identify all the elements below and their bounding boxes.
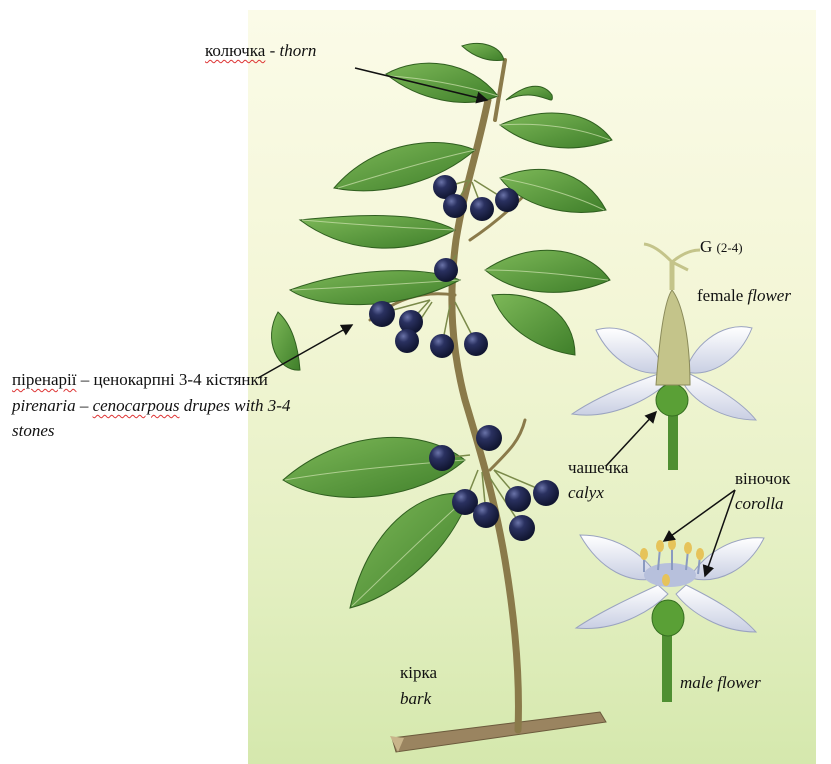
berry-icon xyxy=(464,332,488,356)
male-en: male flower xyxy=(680,673,761,692)
thorn-label-sep: - xyxy=(265,41,279,60)
leaf-icon xyxy=(300,216,455,249)
flower-word: flower xyxy=(748,286,791,305)
berry-icon xyxy=(509,515,535,541)
pyrenaria-ua-rest: – ценокарпні 3-4 кістянки xyxy=(76,370,267,389)
berry-icon xyxy=(533,480,559,506)
bark-log xyxy=(390,712,606,752)
pyrenaria-en-3: stones xyxy=(12,421,55,440)
bark-en: bark xyxy=(400,689,431,708)
pyrenaria-ua-word: піренарії xyxy=(12,370,76,389)
leaf-icon xyxy=(506,86,552,100)
pyrenaria-label-ua: піренарії – ценокарпні 3-4 кістянки xyxy=(12,369,268,391)
calyx-label-en: calyx xyxy=(568,482,604,504)
corolla-label-en: corolla xyxy=(735,493,783,515)
thorn-label-ua: колючка xyxy=(205,41,265,60)
leaf-icon xyxy=(485,250,610,292)
berry-icon xyxy=(429,445,455,471)
leaf-icon xyxy=(272,312,300,370)
formula-letter: G xyxy=(700,237,712,256)
berry-icon xyxy=(443,194,467,218)
leaf-icon xyxy=(492,294,575,355)
pyrenaria-en-2: drupes with 3-4 xyxy=(179,396,290,415)
leaves xyxy=(272,44,612,608)
gynoecium-formula: G (2-4) xyxy=(700,236,743,259)
berry-icon xyxy=(430,334,454,358)
berry-icon xyxy=(473,502,499,528)
berry-icon xyxy=(495,188,519,212)
leaf-icon xyxy=(462,44,504,61)
berry-icon xyxy=(434,258,458,282)
bark-label-ua: кірка xyxy=(400,662,437,684)
berry-icon xyxy=(369,301,395,327)
formula-count: (2-4) xyxy=(717,240,743,255)
pyrenaria-en-1: pirenaria – xyxy=(12,396,88,415)
calyx-en: calyx xyxy=(568,483,604,502)
berry-icon xyxy=(395,329,419,353)
female-flower-label: female flower xyxy=(697,285,791,307)
bark-label-en: bark xyxy=(400,688,431,710)
berry-icon xyxy=(470,197,494,221)
thorn-label: колючка - thorn xyxy=(205,40,316,62)
berry-icon xyxy=(476,425,502,451)
calyx-label-ua: чашечка xyxy=(568,457,628,479)
leaf-icon xyxy=(500,113,612,148)
arrow-icon xyxy=(664,490,735,541)
pyrenaria-en-word: cenocarpous xyxy=(93,396,180,415)
male-flower-label: male flower xyxy=(680,672,761,694)
female-word: female xyxy=(697,286,743,305)
thorn-label-en: thorn xyxy=(279,41,316,60)
corolla-label-ua: віночок xyxy=(735,468,790,490)
pyrenaria-label-en: pirenaria – cenocarpous drupes with 3-4 xyxy=(12,395,290,417)
berry-icon xyxy=(505,486,531,512)
corolla-en: corolla xyxy=(735,494,783,513)
leaf-icon xyxy=(290,271,460,305)
pyrenaria-label-en-cont: stones xyxy=(12,420,55,442)
